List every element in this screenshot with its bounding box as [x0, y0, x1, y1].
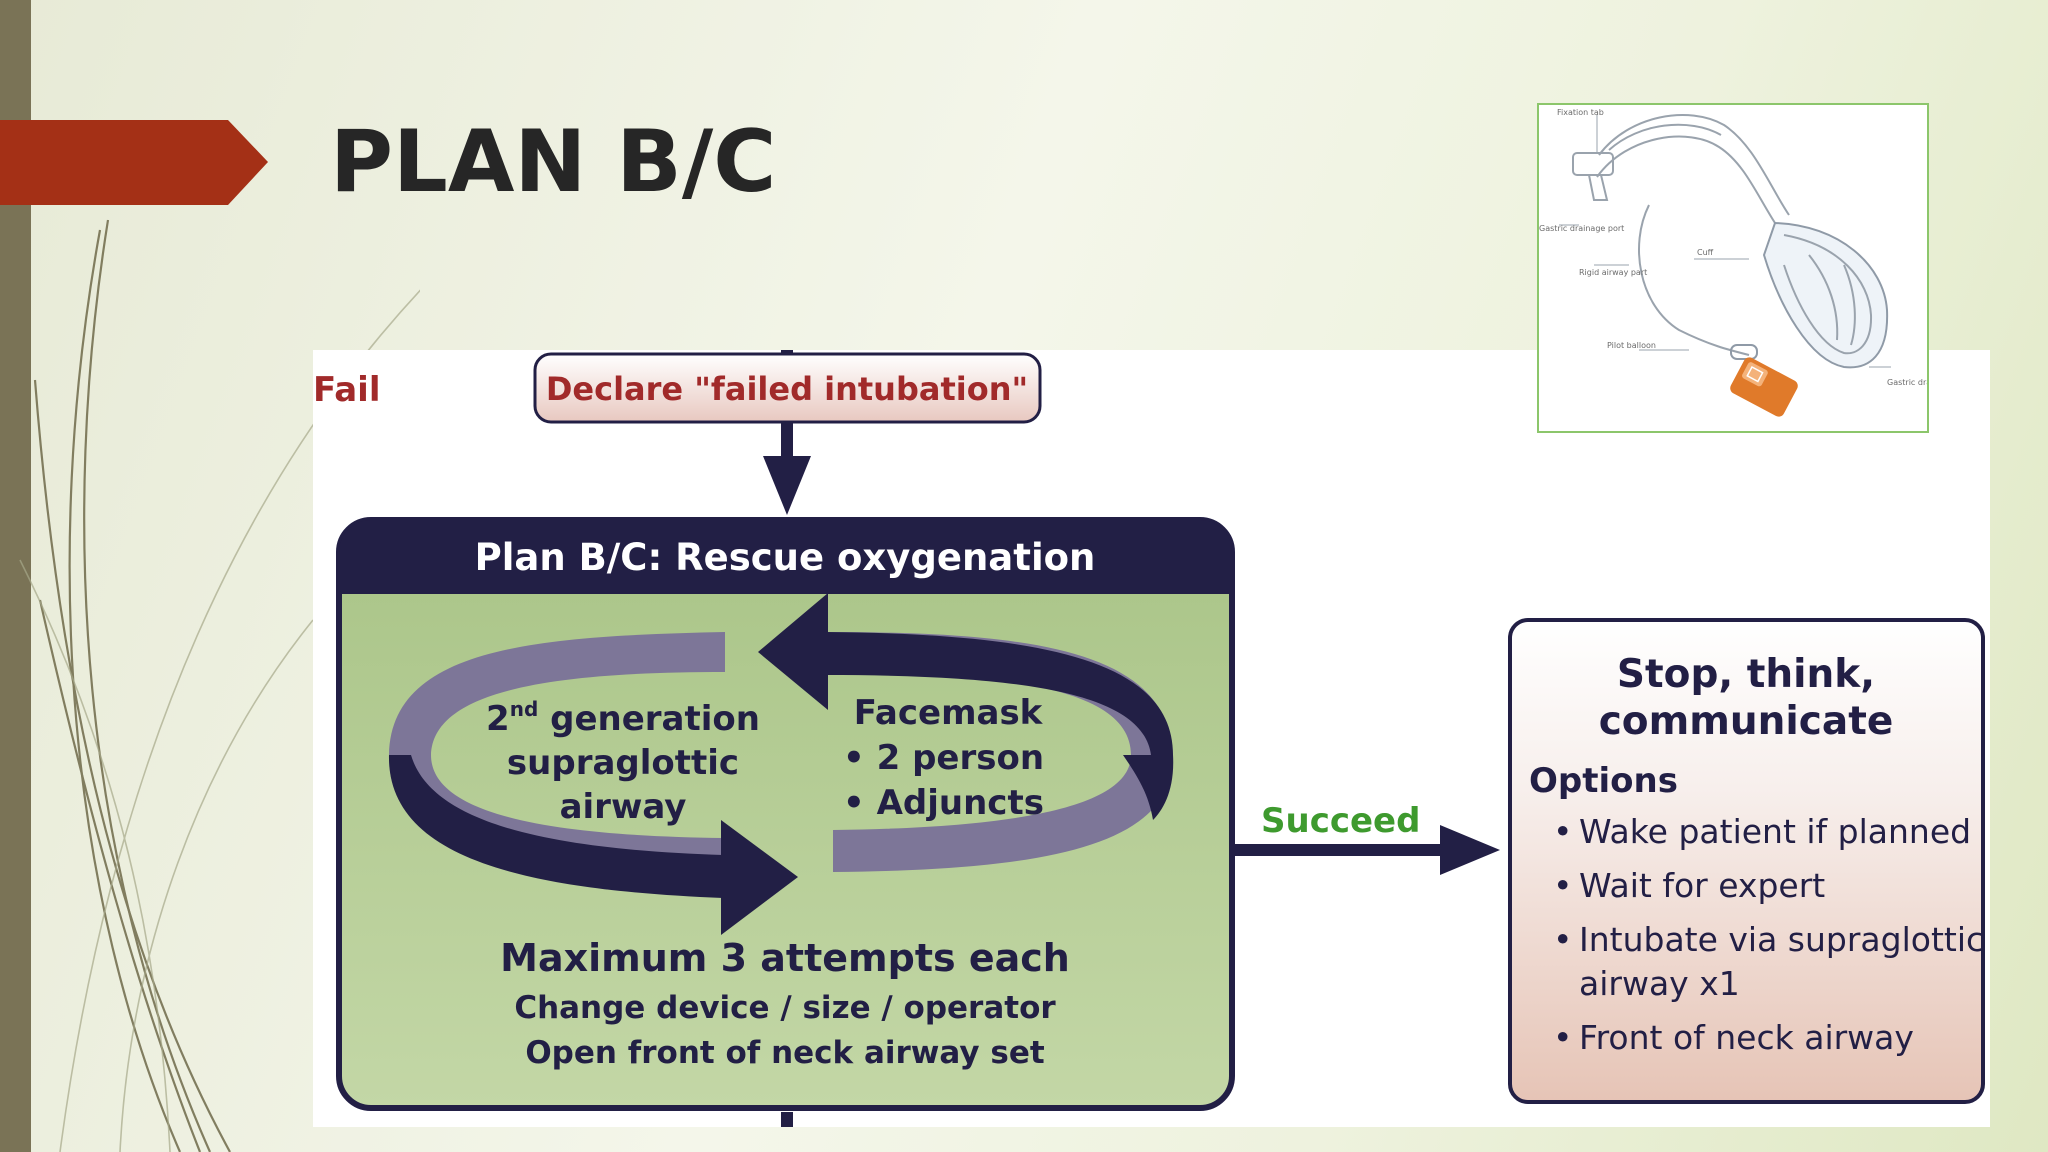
svg-text:Facemask: Facemask [854, 693, 1044, 733]
declare-text: Declare "failed intubation" [546, 370, 1028, 408]
svg-text:• Adjuncts: • Adjuncts [843, 783, 1044, 823]
cycle-arrows [388, 593, 1174, 935]
succeed-label: Succeed [1261, 801, 1420, 841]
svg-text:Gastric drainage inlet: Gastric drainage inlet [1887, 378, 1927, 387]
svg-text:supraglottic: supraglottic [507, 743, 739, 783]
change-device-text: Change device / size / operator [514, 990, 1056, 1026]
options-label: Options [1529, 761, 1678, 801]
svg-text:•: • [1553, 920, 1572, 959]
svg-text:Stop, think,: Stop, think, [1617, 652, 1875, 697]
svg-text:•: • [1553, 866, 1572, 905]
fail-label: Fail [313, 370, 381, 410]
svg-text:Wake patient if planned: Wake patient if planned [1579, 812, 1971, 851]
svg-text:airway: airway [560, 787, 687, 827]
declare-failed-intubation-box: Declare "failed intubation" [533, 352, 1042, 424]
plan-header: Plan B/C: Rescue oxygenation [475, 536, 1096, 579]
slide-title: PLAN B/C [330, 112, 777, 212]
svg-text:•: • [1553, 1018, 1572, 1057]
svg-text:Intubate via supraglottic: Intubate via supraglottic [1579, 920, 1984, 959]
svg-text:airway x1: airway x1 [1579, 964, 1740, 1003]
left-option-line1: 2nd generation [486, 697, 760, 739]
max-attempts-text: Maximum 3 attempts each [500, 936, 1070, 980]
succeed-arrow: Succeed [1232, 801, 1500, 875]
svg-text:• 2 person: • 2 person [843, 738, 1044, 778]
svg-text:Front of neck airway: Front of neck airway [1579, 1018, 1914, 1057]
supraglottic-option: 2nd generation supraglottic airway [486, 697, 760, 827]
svg-text:Rigid airway part: Rigid airway part [1579, 268, 1647, 277]
svg-text:•: • [1553, 812, 1572, 851]
svg-text:Wait for expert: Wait for expert [1579, 866, 1825, 905]
title-arrow-marker [0, 120, 268, 205]
plan-bc-flowchart: Fail Declare "failed intubation" Plan B/… [313, 350, 1985, 1127]
svg-text:Cuff: Cuff [1697, 248, 1714, 257]
svg-text:communicate: communicate [1599, 699, 1894, 744]
facemask-option: Facemask • 2 person • Adjuncts [843, 693, 1044, 823]
svg-text:Pilot balloon: Pilot balloon [1607, 341, 1656, 350]
lma-device-illustration: Fixation tab Gastric drainage port Rigid… [1537, 103, 1929, 433]
svg-text:Fixation tab: Fixation tab [1557, 108, 1604, 117]
open-front-text: Open front of neck airway set [525, 1035, 1045, 1071]
decorative-curves [19, 219, 420, 1152]
stop-think-communicate-box: Stop, think, communicate Options • Wake … [1508, 618, 1985, 1104]
lma-drawing: Fixation tab Gastric drainage port Rigid… [1539, 108, 1927, 417]
svg-text:Gastric drainage port: Gastric drainage port [1539, 224, 1624, 233]
